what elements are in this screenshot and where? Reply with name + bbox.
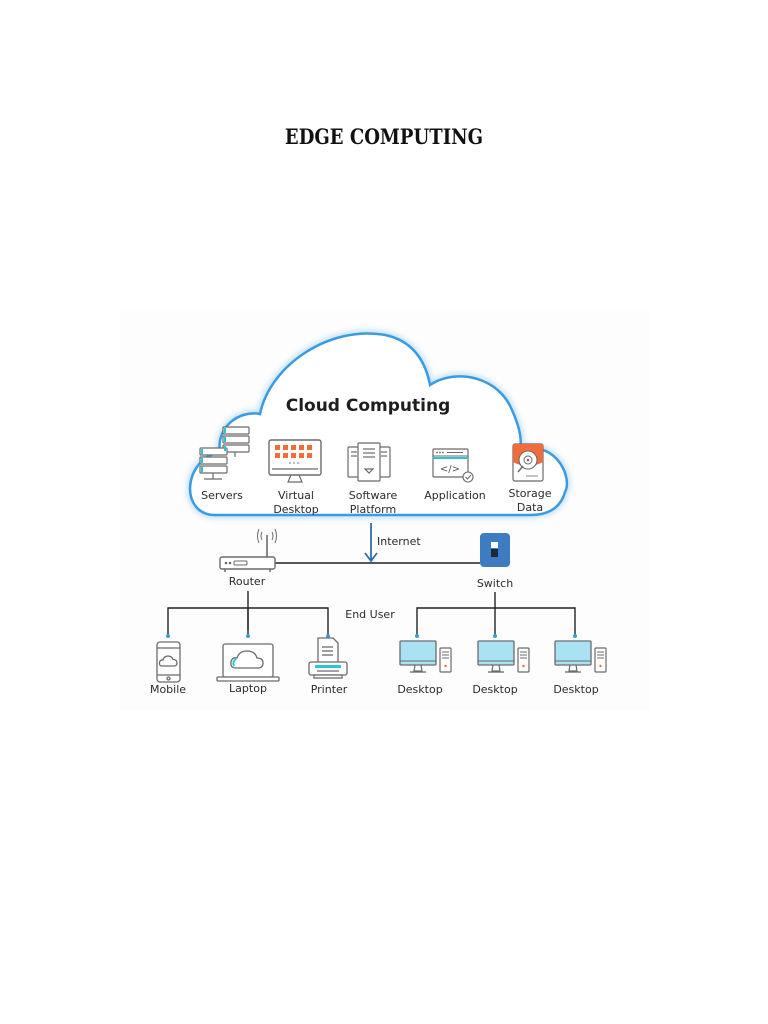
storage-data-icon bbox=[512, 443, 544, 482]
service-label-software-line2: Platform bbox=[350, 503, 396, 516]
application-icon: </> bbox=[432, 448, 474, 483]
internet-label: Internet bbox=[377, 535, 421, 548]
internet-arrow bbox=[364, 523, 378, 563]
device-label-desktop-3: Desktop bbox=[553, 683, 598, 696]
end-user-label: End User bbox=[345, 608, 395, 621]
device-label-laptop: Laptop bbox=[229, 682, 267, 695]
service-label-storage-line1: Storage bbox=[508, 487, 551, 500]
service-label-virtual-line1: Virtual bbox=[278, 489, 314, 502]
service-label-software-line1: Software bbox=[349, 489, 398, 502]
service-label-servers: Servers bbox=[201, 489, 243, 502]
device-label-desktop-1: Desktop bbox=[397, 683, 442, 696]
svg-text:</>: </> bbox=[440, 464, 460, 475]
edge-computing-diagram: Cloud Computing Servers Virtual Desktop bbox=[120, 310, 650, 710]
device-label-mobile: Mobile bbox=[150, 683, 186, 696]
router-label: Router bbox=[229, 575, 266, 588]
router-icon bbox=[219, 528, 277, 572]
mobile-icon bbox=[156, 641, 181, 683]
switch-tree-lines bbox=[416, 592, 576, 635]
connection-dots bbox=[166, 634, 577, 638]
desktop-icon bbox=[477, 640, 530, 673]
software-platform-icon bbox=[347, 442, 391, 482]
cloud-title: Cloud Computing bbox=[286, 396, 451, 416]
desktop-icon bbox=[554, 640, 607, 673]
switch-icon bbox=[480, 533, 510, 567]
document-title: EDGE COMPUTING bbox=[284, 124, 484, 149]
service-label-application: Application bbox=[424, 489, 485, 502]
virtual-desktop-icon bbox=[268, 439, 322, 483]
switch-label: Switch bbox=[477, 577, 513, 590]
device-label-printer: Printer bbox=[311, 683, 348, 696]
service-label-storage-line2: Data bbox=[517, 501, 543, 514]
service-label-virtual-line2: Desktop bbox=[273, 503, 318, 516]
servers-icon bbox=[199, 426, 250, 480]
printer-icon bbox=[308, 637, 348, 679]
laptop-icon bbox=[216, 643, 280, 682]
device-label-desktop-2: Desktop bbox=[472, 683, 517, 696]
router-tree-lines bbox=[167, 591, 329, 635]
desktop-icon bbox=[399, 640, 452, 673]
